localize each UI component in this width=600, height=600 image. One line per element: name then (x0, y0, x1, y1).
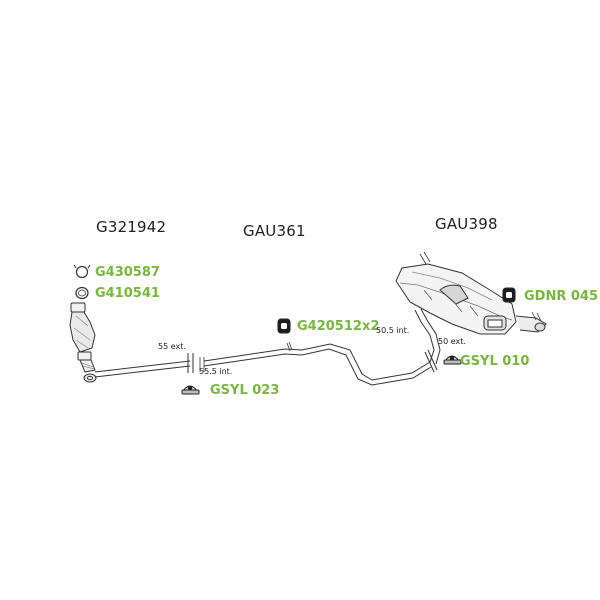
catalytic-converter-drawing (69, 302, 97, 383)
middle-part-number: GAU361 (243, 222, 306, 240)
front-part-number: G321942 (96, 218, 167, 236)
rear-part-number: GAU398 (435, 215, 498, 233)
joint-2-int-dimension: 50.5 int. (376, 326, 410, 335)
pipe-clamp-icon (443, 355, 462, 365)
joint-1-marker (187, 353, 205, 373)
joint-1-ext-dimension: 55 ext. (158, 342, 186, 351)
rubber-mount-icon (502, 287, 516, 303)
accessory-rubber-mount-rear-label: GDNR 045 (524, 289, 599, 304)
front-pipe-drawing (94, 360, 191, 378)
pipe-clamp-icon (181, 385, 200, 395)
rear-muffler-drawing (395, 251, 547, 365)
accessory-clamp-front-label: GSYL 023 (210, 383, 280, 398)
rubber-mount-icon (277, 318, 291, 334)
accessory-clamp-rear-label: GSYL 010 (460, 354, 530, 369)
joint-2-marker (424, 349, 438, 373)
accessory-gasket-ring-label: G410541 (95, 286, 160, 301)
middle-pipe-drawing (203, 341, 432, 386)
gasket-ring-icon (75, 286, 89, 300)
joint-1-int-dimension: 55.5 int. (199, 367, 233, 376)
accessory-clamp-large-label: G430587 (95, 265, 160, 280)
joint-2-ext-dimension: 50 ext. (438, 337, 466, 346)
clamp-ring-icon (73, 264, 91, 279)
accessory-rubber-mount-pair-label: G420512x2 (297, 319, 380, 334)
